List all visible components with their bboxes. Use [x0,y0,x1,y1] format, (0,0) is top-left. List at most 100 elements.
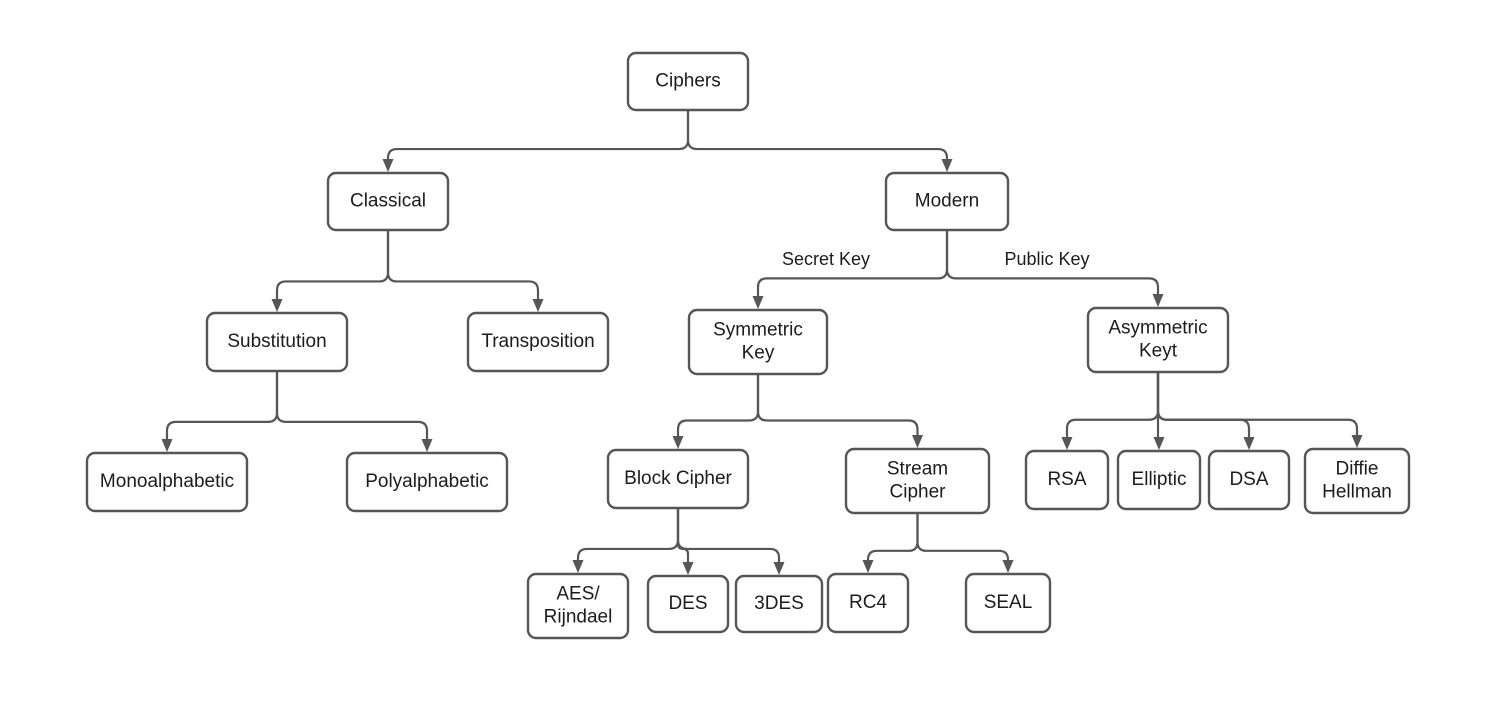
node-box-stream[interactable] [844,447,991,515]
node-ciphers[interactable]: Ciphers [626,51,750,112]
edge-line [1065,372,1160,437]
edge-arrowhead [1152,294,1164,307]
node-box-3des[interactable] [734,574,824,634]
node-label-asymmetric: Asymmetric [1108,318,1207,339]
node-modern[interactable]: Modern [884,171,1010,232]
edge-arrowhead [941,159,953,172]
edge-line [676,374,760,436]
label-secret-key: Secret Key [782,249,870,269]
node-label-stream: Stream [887,459,948,480]
edge-arrowhead [1061,437,1073,450]
edge-line [676,508,690,562]
edge-modern-to-symmetric [752,230,949,309]
edge-ciphers-to-modern [686,110,953,172]
edge-arrowhead [1002,560,1014,573]
node-elliptic[interactable]: Elliptic [1116,449,1202,511]
node-label-substitution: Substitution [227,331,326,352]
node-des[interactable]: DES [646,574,730,634]
label-public-key: Public Key [1004,249,1089,269]
edge-line [165,371,279,439]
node-label-aes: Rijndael [544,607,613,628]
node-box-elliptic[interactable] [1116,449,1202,511]
edge-arrowhead [682,562,694,575]
node-block[interactable]: Block Cipher [606,448,750,510]
node-box-rsa[interactable] [1024,449,1110,511]
node-label-rsa: RSA [1047,469,1086,490]
node-box-dsa[interactable] [1207,449,1291,511]
edge-line [686,110,949,160]
edge-arrowhead [532,299,544,312]
edge-block-to-des [676,508,694,575]
node-box-asymmetric[interactable] [1086,306,1230,374]
edge-arrowhead [752,296,764,309]
edge-arrowhead [672,436,684,449]
edge-line [945,230,1160,294]
node-box-diffie[interactable] [1303,447,1411,515]
node-seal[interactable]: SEAL [964,572,1052,634]
edge-asymmetric-to-diffie [1156,372,1363,448]
node-label-aes: AES/ [556,584,600,605]
edge-line [866,513,919,561]
node-3des[interactable]: 3DES [734,574,824,634]
node-box-polyalphabetic[interactable] [345,451,509,513]
edge-arrowhead [912,435,923,448]
node-box-substitution[interactable] [205,311,349,373]
edge-modern-to-asymmetric [945,230,1164,307]
node-substitution[interactable]: Substitution [205,311,349,373]
edge-stream-to-seal [916,513,1014,573]
node-box-rc4[interactable] [826,572,910,634]
edge-arrowhead [1153,437,1165,450]
node-box-transposition[interactable] [466,311,610,373]
edge-line [1156,372,1359,435]
node-label-transposition: Transposition [481,331,594,352]
node-monoalphabetic[interactable]: Monoalphabetic [85,451,249,513]
edge-arrowhead [161,439,173,452]
node-aes[interactable]: AES/Rijndael [526,572,630,640]
node-dsa[interactable]: DSA [1207,449,1291,511]
edge-labels-layer: Secret Key Public Key [782,249,1090,269]
edge-arrowhead [773,562,785,575]
node-box-symmetric[interactable] [687,308,829,376]
node-box-modern[interactable] [884,171,1010,232]
node-box-classical[interactable] [326,171,450,232]
edge-line [916,513,1010,561]
node-box-seal[interactable] [964,572,1052,634]
node-rc4[interactable]: RC4 [826,572,910,634]
edge-line [576,508,680,560]
node-label-symmetric: Key [742,343,775,364]
node-label-rc4: RC4 [849,592,887,613]
node-box-aes[interactable] [526,572,630,640]
edge-line [275,371,429,439]
edge-substitution-to-polyalphabetic [275,371,433,452]
node-polyalphabetic[interactable]: Polyalphabetic [345,451,509,513]
node-label-stream: Cipher [890,482,947,503]
node-label-des: DES [668,593,707,614]
node-classical[interactable]: Classical [326,171,450,232]
node-label-diffie: Hellman [1322,482,1392,503]
edge-block-to-aes [572,508,680,573]
node-box-des[interactable] [646,574,730,634]
node-label-dsa: DSA [1229,469,1268,490]
node-box-ciphers[interactable] [626,51,750,112]
node-rsa[interactable]: RSA [1024,449,1110,511]
edges-layer [161,110,1363,575]
node-box-block[interactable] [606,448,750,510]
edge-symmetric-to-stream [756,374,923,448]
node-box-monoalphabetic[interactable] [85,451,249,513]
edge-arrowhead [271,299,283,312]
node-label-classical: Classical [350,191,426,212]
edge-classical-to-transposition [386,230,544,312]
node-transposition[interactable]: Transposition [466,311,610,373]
edge-ciphers-to-classical [382,110,690,172]
edge-arrowhead [862,560,874,573]
node-label-block: Block Cipher [624,468,732,489]
edge-asymmetric-to-dsa [1156,372,1255,450]
edge-symmetric-to-block [672,374,760,449]
